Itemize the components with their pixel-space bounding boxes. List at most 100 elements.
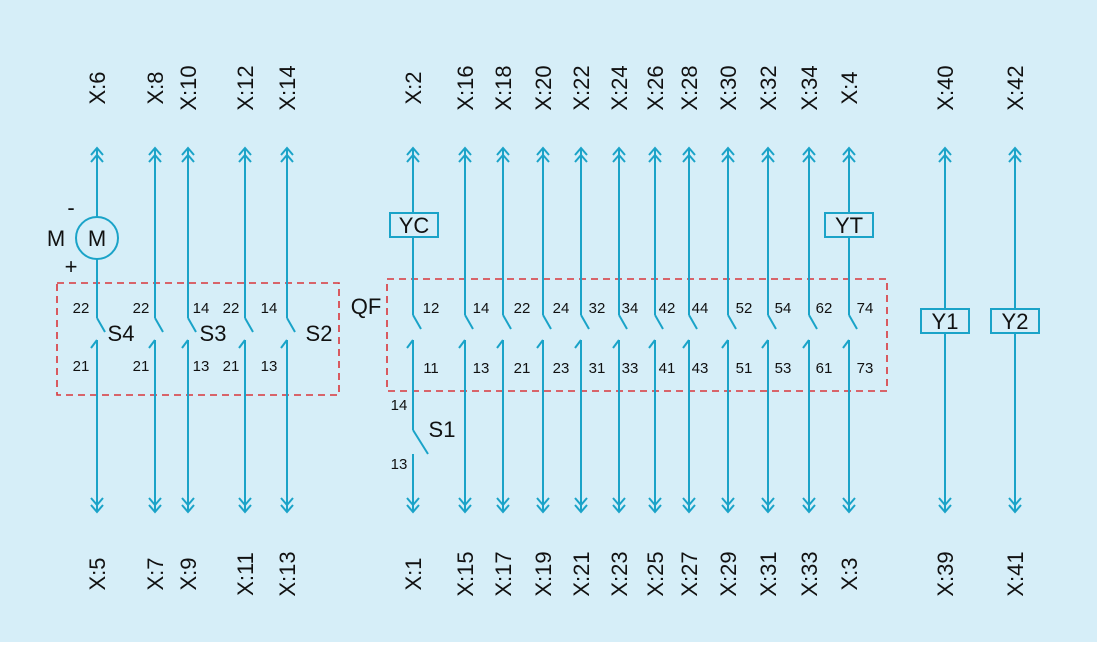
switch-contact: [154, 317, 164, 333]
breaker-contact: [502, 314, 512, 330]
terminal-label-bottom: X:31: [756, 551, 781, 596]
switch-contact: [90, 339, 98, 349]
terminal-label-bottom: X:15: [453, 551, 478, 596]
contact-number: 21: [223, 358, 240, 375]
switch-contact: [244, 317, 254, 333]
contact-number: 13: [473, 360, 490, 377]
coil-y2: Y2: [990, 308, 1040, 334]
terminal-label-top: X:16: [453, 65, 478, 110]
coil-y1: Y1: [920, 308, 970, 334]
switch-contact: [280, 339, 288, 349]
switch-contact: [238, 339, 246, 349]
contact-number: 12: [423, 300, 440, 317]
motor-plus-sign: +: [65, 254, 78, 279]
terminal-label-top: X:24: [607, 65, 632, 110]
contact-number: 21: [73, 358, 90, 375]
terminal-label-top: X:34: [797, 65, 822, 110]
switch-label-s3: S3: [200, 321, 227, 346]
coil-yt-label: YT: [835, 213, 863, 238]
contact-number: 14: [261, 300, 278, 317]
terminal-label-bottom: X:39: [933, 551, 958, 596]
breaker-contact: [721, 339, 729, 349]
diagram-svg: M M - + S4 S3 S2 22 22 14 22 14 21 21 13…: [0, 0, 1097, 642]
coil-y1-label: Y1: [932, 309, 959, 334]
terminal-label-top: X:4: [837, 71, 862, 104]
contact-number: 22: [223, 300, 240, 317]
switch-contact: [148, 339, 156, 349]
switch-contact: [181, 339, 189, 349]
contact-number: 23: [553, 360, 570, 377]
terminal-label-bottom: X:9: [176, 557, 201, 590]
contact-number: 54: [775, 300, 792, 317]
contact-number: 61: [816, 360, 833, 377]
contact-number: 31: [589, 360, 606, 377]
contact-number: 41: [659, 360, 676, 377]
breaker-contact: [688, 314, 698, 330]
terminal-label-top: X:20: [531, 65, 556, 110]
contact-number: 13: [193, 358, 210, 375]
breaker-contact: [536, 339, 544, 349]
terminal-label-bottom: X:1: [401, 557, 426, 590]
contact-number: 22: [133, 300, 150, 317]
contact-number: 74: [857, 300, 874, 317]
contact-number: 73: [857, 360, 874, 377]
breaker-contact: [406, 339, 414, 349]
terminal-label-bottom: X:33: [797, 551, 822, 596]
contact-number: 34: [622, 300, 639, 317]
coil-y2-label: Y2: [1002, 309, 1029, 334]
terminal-label-bottom: X:7: [143, 557, 168, 590]
left-switch-frame: [56, 282, 340, 396]
terminal-label-top: X:42: [1003, 65, 1028, 110]
terminal-label-bottom: X:41: [1003, 551, 1028, 596]
breaker-contact: [458, 339, 466, 349]
terminal-label-bottom: X:23: [607, 551, 632, 596]
contact-number: 43: [692, 360, 709, 377]
contact-number: 32: [589, 300, 606, 317]
contact-number: 14: [193, 300, 210, 317]
switch-label-s4: S4: [108, 321, 135, 346]
breaker-contact: [612, 339, 620, 349]
terminal-label-bottom: X:3: [837, 557, 862, 590]
coil-y1-box: [920, 308, 970, 334]
breaker-contact: [767, 314, 777, 330]
terminal-label-bottom: X:27: [677, 551, 702, 596]
contact-number: 42: [659, 300, 676, 317]
switch-label-s1: S1: [429, 417, 456, 442]
breaker-contact: [654, 314, 664, 330]
breaker-contact: [580, 314, 590, 330]
breaker-contact: [808, 314, 818, 330]
terminal-label-top: X:30: [716, 65, 741, 110]
terminal-label-top: X:40: [933, 65, 958, 110]
contact-number: 51: [736, 360, 753, 377]
terminal-label-bottom: X:13: [275, 551, 300, 596]
breaker-label: QF: [351, 294, 382, 319]
s1-bottom-number: 13: [391, 456, 408, 473]
contact-number: 11: [423, 360, 439, 377]
contact-number: 24: [553, 300, 570, 317]
terminal-label-top: X:28: [677, 65, 702, 110]
terminal-label-bottom: X:29: [716, 551, 741, 596]
wiring-diagram: M M - + S4 S3 S2 22 22 14 22 14 21 21 13…: [0, 0, 1097, 642]
terminal-label-top: X:22: [569, 65, 594, 110]
terminal-label-top: X:12: [233, 65, 258, 110]
switch-label-s2: S2: [306, 321, 333, 346]
breaker-contact-frame: [386, 278, 888, 392]
breaker-contact: [648, 339, 656, 349]
coil-yc-label: YC: [399, 213, 430, 238]
terminal-label-top: X:2: [401, 71, 426, 104]
contact-number: 53: [775, 360, 792, 377]
breaker-contact: [412, 314, 422, 330]
terminal-label-top: X:10: [176, 65, 201, 110]
contact-number: 22: [73, 300, 90, 317]
terminal-label-bottom: X:19: [531, 551, 556, 596]
contact-number: 44: [692, 300, 709, 317]
terminal-label-top: X:26: [643, 65, 668, 110]
contact-number: 22: [514, 300, 531, 317]
coil-yt: YT: [824, 212, 874, 238]
breaker-contact: [842, 339, 850, 349]
switch-s1-contact: [412, 429, 429, 455]
terminal-label-bottom: X:11: [233, 552, 258, 596]
breaker-contact: [848, 314, 858, 330]
switch-contact: [187, 317, 197, 333]
